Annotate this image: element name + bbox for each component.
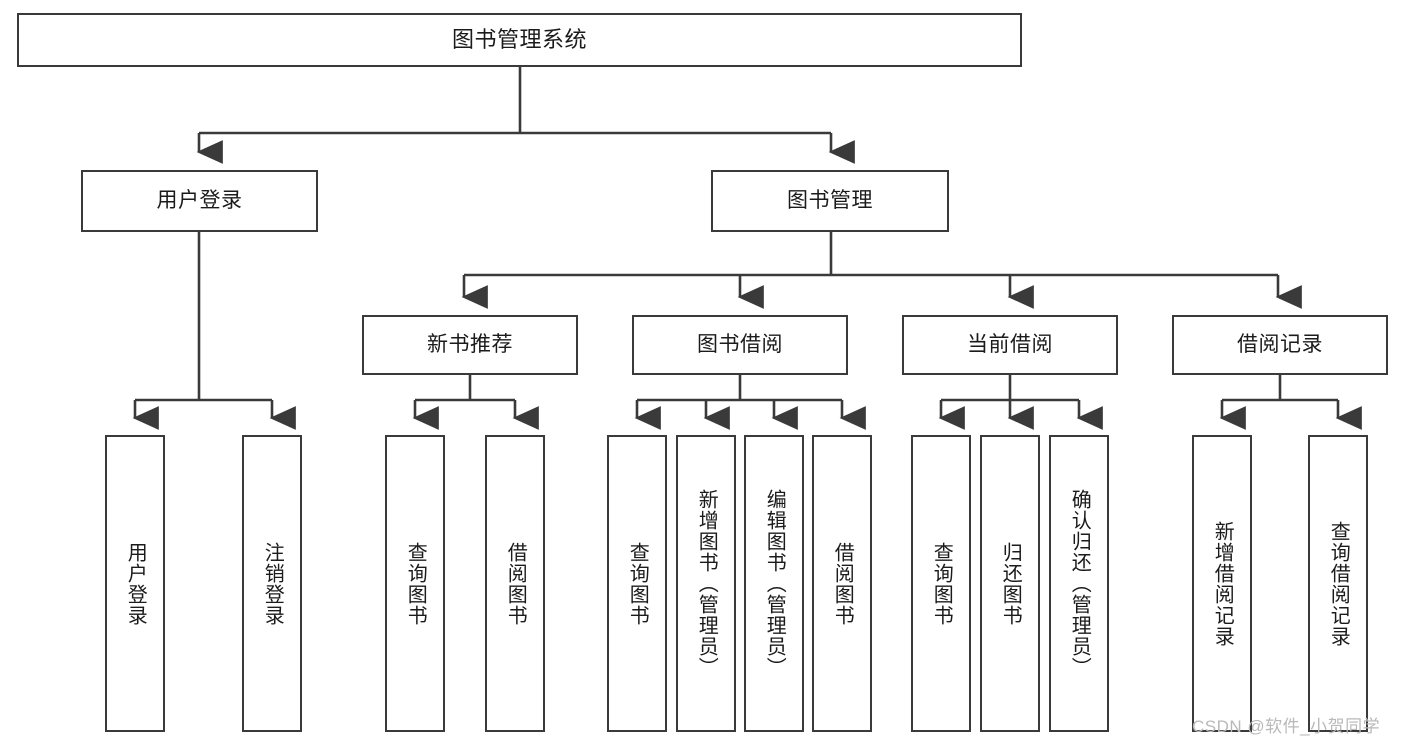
- node-label: 用户登录: [124, 541, 147, 626]
- node-new-book-recommend[interactable]: 新书推荐: [362, 315, 578, 375]
- node-label: 图书管理: [787, 188, 873, 212]
- node-book-management[interactable]: 图书管理: [711, 170, 949, 232]
- leaf-borrow-book-recommend[interactable]: 借阅图书: [485, 435, 545, 732]
- node-label: 图书借阅: [697, 332, 783, 356]
- leaf-query-book-borrow[interactable]: 查询图书: [607, 435, 667, 732]
- node-label: 查询图书: [404, 541, 427, 626]
- node-current-borrow[interactable]: 当前借阅: [902, 315, 1118, 375]
- node-label: 查询图书: [626, 541, 649, 626]
- node-label: 注销登录: [261, 541, 284, 626]
- node-label: 新增借阅记录: [1211, 520, 1234, 647]
- leaf-add-borrow-record[interactable]: 新增借阅记录: [1192, 435, 1252, 732]
- node-label: 查询图书: [930, 541, 953, 626]
- leaf-return-book[interactable]: 归还图书: [980, 435, 1040, 732]
- leaf-query-borrow-record[interactable]: 查询借阅记录: [1308, 435, 1368, 732]
- node-label: 确认归还（管理员）: [1068, 489, 1091, 678]
- leaf-query-book-current[interactable]: 查询图书: [911, 435, 971, 732]
- node-label: 查询借阅记录: [1327, 520, 1350, 647]
- leaf-confirm-return-admin[interactable]: 确认归还（管理员）: [1049, 435, 1109, 732]
- node-root-book-management-system[interactable]: 图书管理系统: [17, 13, 1022, 67]
- node-book-borrow[interactable]: 图书借阅: [632, 315, 848, 375]
- leaf-user-login[interactable]: 用户登录: [105, 435, 165, 732]
- node-label: 用户登录: [156, 188, 243, 212]
- node-user-login[interactable]: 用户登录: [81, 170, 318, 232]
- node-label: 新增图书（管理员）: [695, 489, 718, 678]
- node-label: 当前借阅: [967, 332, 1053, 356]
- node-label: 图书管理系统: [451, 27, 587, 53]
- node-label: 借阅图书: [504, 541, 527, 626]
- node-label: 借阅记录: [1237, 332, 1323, 356]
- node-label: 编辑图书（管理员）: [763, 489, 786, 678]
- node-borrow-record[interactable]: 借阅记录: [1172, 315, 1388, 375]
- node-label: 新书推荐: [427, 332, 513, 356]
- csdn-watermark: CSDN @软件_小贺同学: [1192, 717, 1381, 736]
- leaf-add-book-admin[interactable]: 新增图书（管理员）: [676, 435, 736, 732]
- leaf-query-book-recommend[interactable]: 查询图书: [385, 435, 445, 732]
- node-label: 借阅图书: [831, 541, 854, 626]
- leaf-edit-book-admin[interactable]: 编辑图书（管理员）: [744, 435, 804, 732]
- leaf-logout-login[interactable]: 注销登录: [242, 435, 302, 732]
- leaf-borrow-book[interactable]: 借阅图书: [812, 435, 872, 732]
- node-label: 归还图书: [999, 541, 1022, 626]
